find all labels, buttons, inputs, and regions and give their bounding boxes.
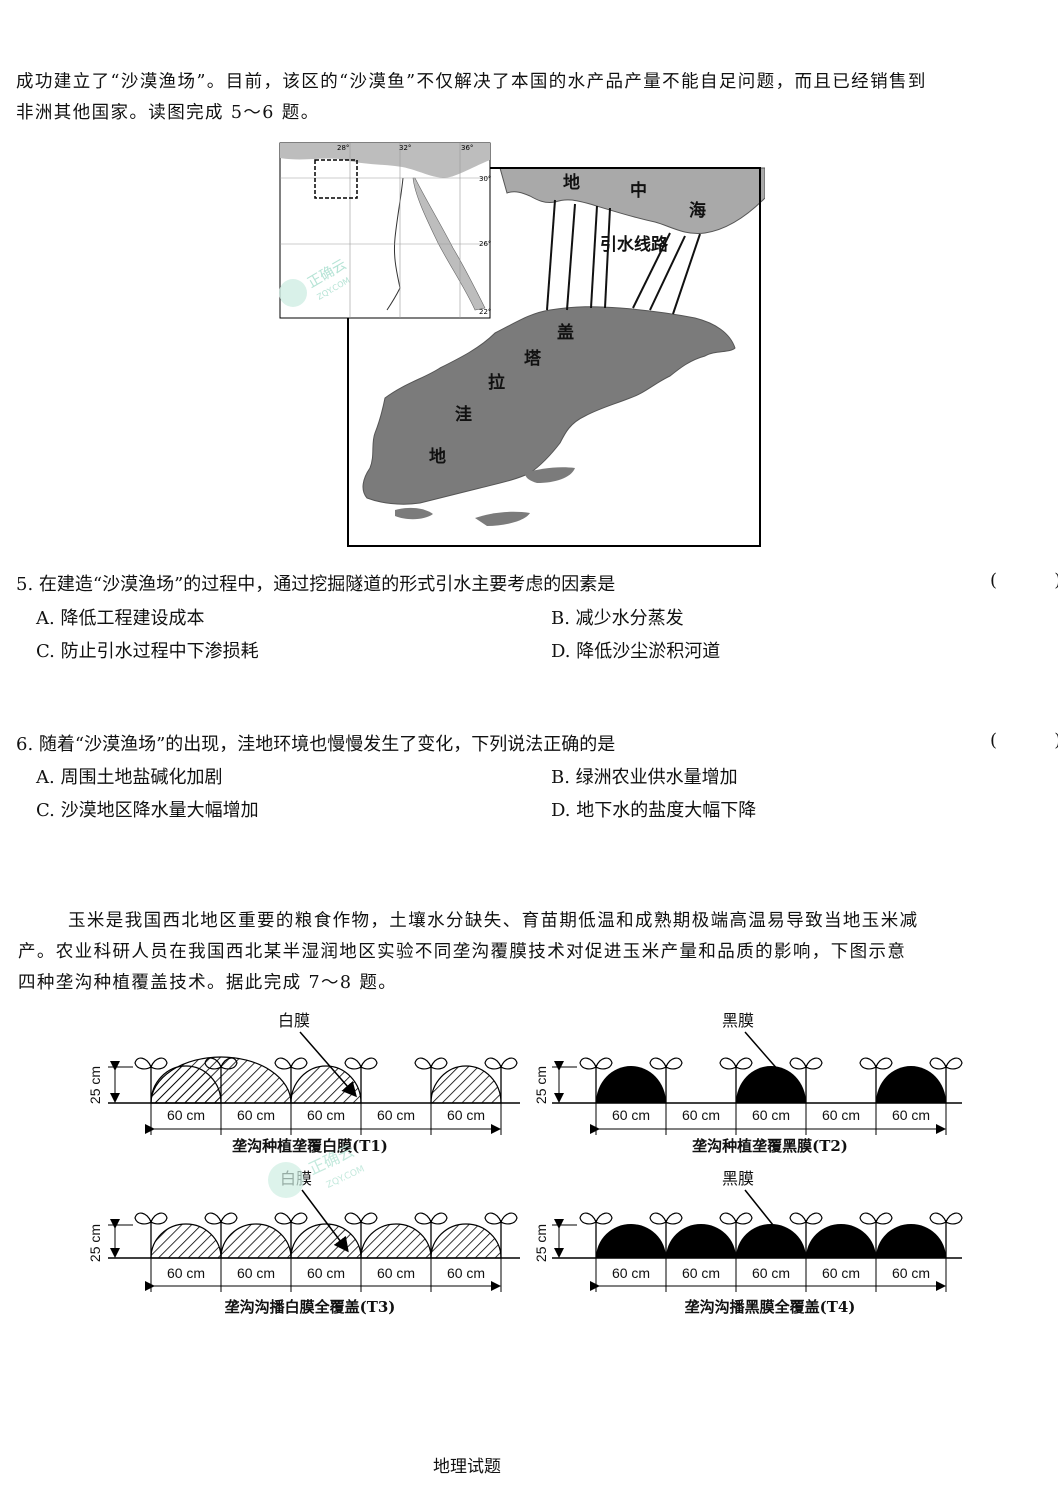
intro-line-1: 成功建立了“沙漠渔场”。目前，该区的“沙漠鱼”不仅解决了本国的水产品产量不能自足… (16, 72, 927, 92)
t1-width-2: 60 cm (237, 1107, 275, 1123)
t2-width-3: 60 cm (752, 1107, 790, 1123)
depression-fragment-1 (525, 467, 575, 483)
t2-width-2: 60 cm (682, 1107, 720, 1123)
t1-film-label: 白膜 (278, 1011, 310, 1030)
t3-width-4: 60 cm (377, 1265, 415, 1281)
q6-option-a[interactable]: A. 周围土地盐碱化加剧 (36, 767, 223, 788)
q5-stem: 5. 在建造“沙漠渔场”的过程中，通过挖掘隧道的形式引水主要考虑的因素是 (16, 574, 616, 595)
q5-option-b[interactable]: B. 减少水分蒸发 (551, 608, 684, 629)
depression-label-2: 塔 (524, 348, 542, 369)
watermark-logo-icon (279, 279, 307, 307)
t2-ridge-2 (736, 1066, 806, 1103)
inset-lat-22: 22° (479, 308, 491, 316)
t2-ridge-3 (876, 1066, 946, 1103)
map-figure: 地 中 海 引水线路 盖 塔 拉 洼 地 28° 32° 36° 30° 26°… (279, 142, 765, 547)
t4-caption: 垄沟沟播黑膜全覆盖(T4) (685, 1298, 856, 1316)
q6-option-c[interactable]: C. 沙漠地区降水量大幅增加 (36, 800, 259, 821)
inset-map: 28° 32° 36° 30° 26° 22° 正确云 ZQY.COM (279, 142, 491, 319)
q6-answer-paren[interactable]: ( ) (990, 730, 1058, 751)
route-label: 引水线路 (600, 234, 669, 255)
intro2-line-1: 玉米是我国西北地区重要的粮食作物，土壤水分缺失、育苗期低温和成熟期极端高温易导致… (68, 911, 919, 931)
q6-option-b[interactable]: B. 绿洲农业供水量增加 (551, 767, 738, 788)
t2-caption: 垄沟种植垄覆黑膜(T2) (692, 1137, 848, 1155)
q5-answer-paren[interactable]: ( ) (990, 570, 1058, 591)
t4-film-label: 黑膜 (722, 1169, 754, 1188)
t1-width-1: 60 cm (167, 1107, 205, 1123)
t2-width-1: 60 cm (612, 1107, 650, 1123)
q6-option-d[interactable]: D. 地下水的盐度大幅下降 (551, 800, 757, 821)
t4-width-5: 60 cm (892, 1265, 930, 1281)
t3-width-2: 60 cm (237, 1265, 275, 1281)
t4-width-3: 60 cm (752, 1265, 790, 1281)
q5-option-a[interactable]: A. 降低工程建设成本 (36, 608, 205, 629)
t1-caption: 垄沟种植垄覆白膜(T1) (232, 1137, 388, 1155)
q5-option-c[interactable]: C. 防止引水过程中下渗损耗 (36, 641, 259, 662)
t3-height-label: 25 cm (87, 1224, 103, 1262)
t1-width-3: 60 cm (307, 1107, 345, 1123)
t4-ridge-3 (876, 1224, 946, 1258)
page-footer: 地理试题 (433, 1457, 501, 1477)
diagram-t4: 黑膜 25 cm 60 cm 60 cm 60 cm 60 cm 60 cm 垄… (533, 1169, 963, 1316)
t2-ridge-1 (596, 1066, 666, 1103)
depression-label-4: 洼 (455, 404, 472, 425)
t3-width-1: 60 cm (167, 1265, 205, 1281)
mediterranean-sea (499, 167, 765, 235)
t2-width-5: 60 cm (892, 1107, 930, 1123)
inset-sea (280, 143, 490, 178)
sea-label-1: 地 (563, 172, 580, 193)
intro-paragraph: 成功建立了“沙漠渔场”。目前，该区的“沙漠鱼”不仅解决了本国的水产品产量不能自足… (16, 67, 1046, 129)
ridge-furrow-diagrams: 白膜 25 cm 60 cm 60 cm 60 cm 60 cm 60 cm 垄… (87, 1011, 963, 1316)
t3-width-5: 60 cm (447, 1265, 485, 1281)
q5-option-d[interactable]: D. 降低沙尘淤积河道 (551, 641, 721, 662)
depression-fragment-3 (395, 507, 433, 520)
t1-width-5: 60 cm (447, 1107, 485, 1123)
t2-width-4: 60 cm (822, 1107, 860, 1123)
t4-width-4: 60 cm (822, 1265, 860, 1281)
sea-label-2: 中 (630, 180, 647, 201)
t4-width-1: 60 cm (612, 1265, 650, 1281)
t4-ridge-1 (596, 1224, 666, 1258)
t3-furrow-2 (360, 1223, 432, 1259)
main-map-frame (347, 167, 761, 547)
t4-ridge-2 (736, 1224, 806, 1258)
inset-lon-32: 32° (399, 144, 411, 152)
diagram-t1: 白膜 25 cm 60 cm 60 cm 60 cm 60 cm 60 cm 垄… (87, 1011, 520, 1155)
t3-ridge-2 (290, 1223, 362, 1259)
t3-caption: 垄沟沟播白膜全覆盖(T3) (225, 1298, 396, 1316)
sea-label-3: 海 (689, 200, 706, 221)
t4-furrow-1 (666, 1224, 736, 1258)
depression-label-1: 盖 (557, 322, 574, 343)
intro-line-2: 非洲其他国家。读图完成 5～6 题。 (16, 103, 320, 123)
t3-ridge-1 (150, 1223, 222, 1259)
inset-lat-30: 30° (479, 175, 491, 183)
diagram-t3: 白膜 25 cm 60 cm 60 cm 60 cm 60 cm 60 cm 垄… (87, 1169, 520, 1316)
inset-lon-36: 36° (461, 144, 473, 152)
t3-furrow-1 (220, 1223, 292, 1259)
diagram-t2: 黑膜 25 cm 60 cm 60 cm 60 cm 60 cm 60 cm 垄… (533, 1011, 963, 1155)
intro2-line-2: 产。农业科研人员在我国西北某半湿润地区实验不同垄沟覆膜技术对促进玉米产量和品质的… (18, 942, 907, 962)
depression-label-3: 拉 (488, 372, 505, 393)
diagram-watermark-icon (268, 1162, 304, 1198)
intro2-paragraph: 玉米是我国西北地区重要的粮食作物，土壤水分缺失、育苗期低温和成熟期极端高温易导致… (18, 906, 1048, 999)
q6-stem: 6. 随着“沙漠渔场”的出现，洼地环境也慢慢发生了变化，下列说法正确的是 (16, 734, 616, 755)
t2-film-label: 黑膜 (722, 1011, 754, 1030)
t1-height-label: 25 cm (87, 1066, 103, 1104)
intro2-line-3: 四种垄沟种植覆盖技术。据此完成 7～8 题。 (18, 973, 398, 993)
inset-lat-26: 26° (479, 240, 491, 248)
inset-nile (386, 177, 404, 311)
depression-fragment-2 (475, 511, 530, 526)
t1-width-4: 60 cm (377, 1107, 415, 1123)
t3-width-3: 60 cm (307, 1265, 345, 1281)
water-routes (546, 199, 701, 315)
t3-ridge-3 (430, 1223, 502, 1259)
depression-label-5: 地 (429, 446, 446, 467)
t2-height-label: 25 cm (533, 1066, 549, 1104)
inset-study-area-box (314, 159, 358, 199)
t4-width-2: 60 cm (682, 1265, 720, 1281)
inset-lon-28: 28° (337, 144, 349, 152)
t4-height-label: 25 cm (533, 1224, 549, 1262)
qattara-depression (362, 306, 736, 505)
t4-furrow-2 (806, 1224, 876, 1258)
